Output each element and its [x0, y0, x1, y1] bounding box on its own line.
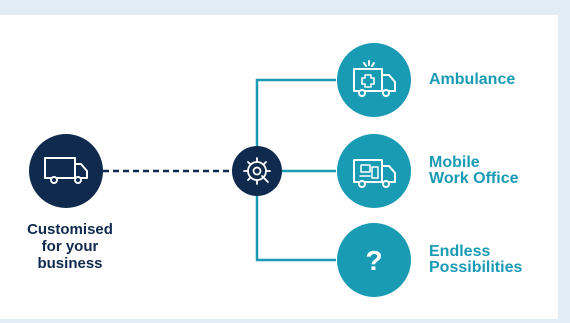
mobile-office-label: Mobile Work Office: [429, 155, 519, 187]
ambulance-label: Ambulance: [429, 72, 515, 88]
mobile-office-label-line: Mobile: [429, 154, 480, 171]
source-node: [29, 134, 103, 208]
ambulance-label-line: Ambulance: [429, 71, 516, 88]
van-icon: [44, 157, 88, 184]
possibilities-label: Endless Possibilities: [429, 244, 522, 276]
hub-node: [232, 146, 282, 196]
mobile-office-van-icon: [353, 159, 396, 188]
question-mark-icon: ?: [365, 245, 382, 276]
source-label: Customised for your business: [12, 221, 128, 272]
ambulance-icon: [353, 60, 396, 97]
possibilities-label-line: Endless: [429, 243, 491, 260]
possibilities-label-line: Possibilities: [429, 259, 523, 276]
connector-to-possibilities: [255, 196, 336, 262]
source-label-line: for your: [41, 238, 99, 255]
source-label-line: business: [37, 255, 103, 272]
mobile-office-node: [337, 134, 411, 208]
ambulance-node: [337, 43, 411, 117]
source-label-line: Customised: [27, 221, 113, 238]
connector-to-ambulance: [255, 78, 336, 146]
gear-wrench-icon: [243, 157, 271, 185]
mobile-office-label-line: Work Office: [429, 170, 519, 187]
possibilities-node: ?: [337, 223, 411, 297]
